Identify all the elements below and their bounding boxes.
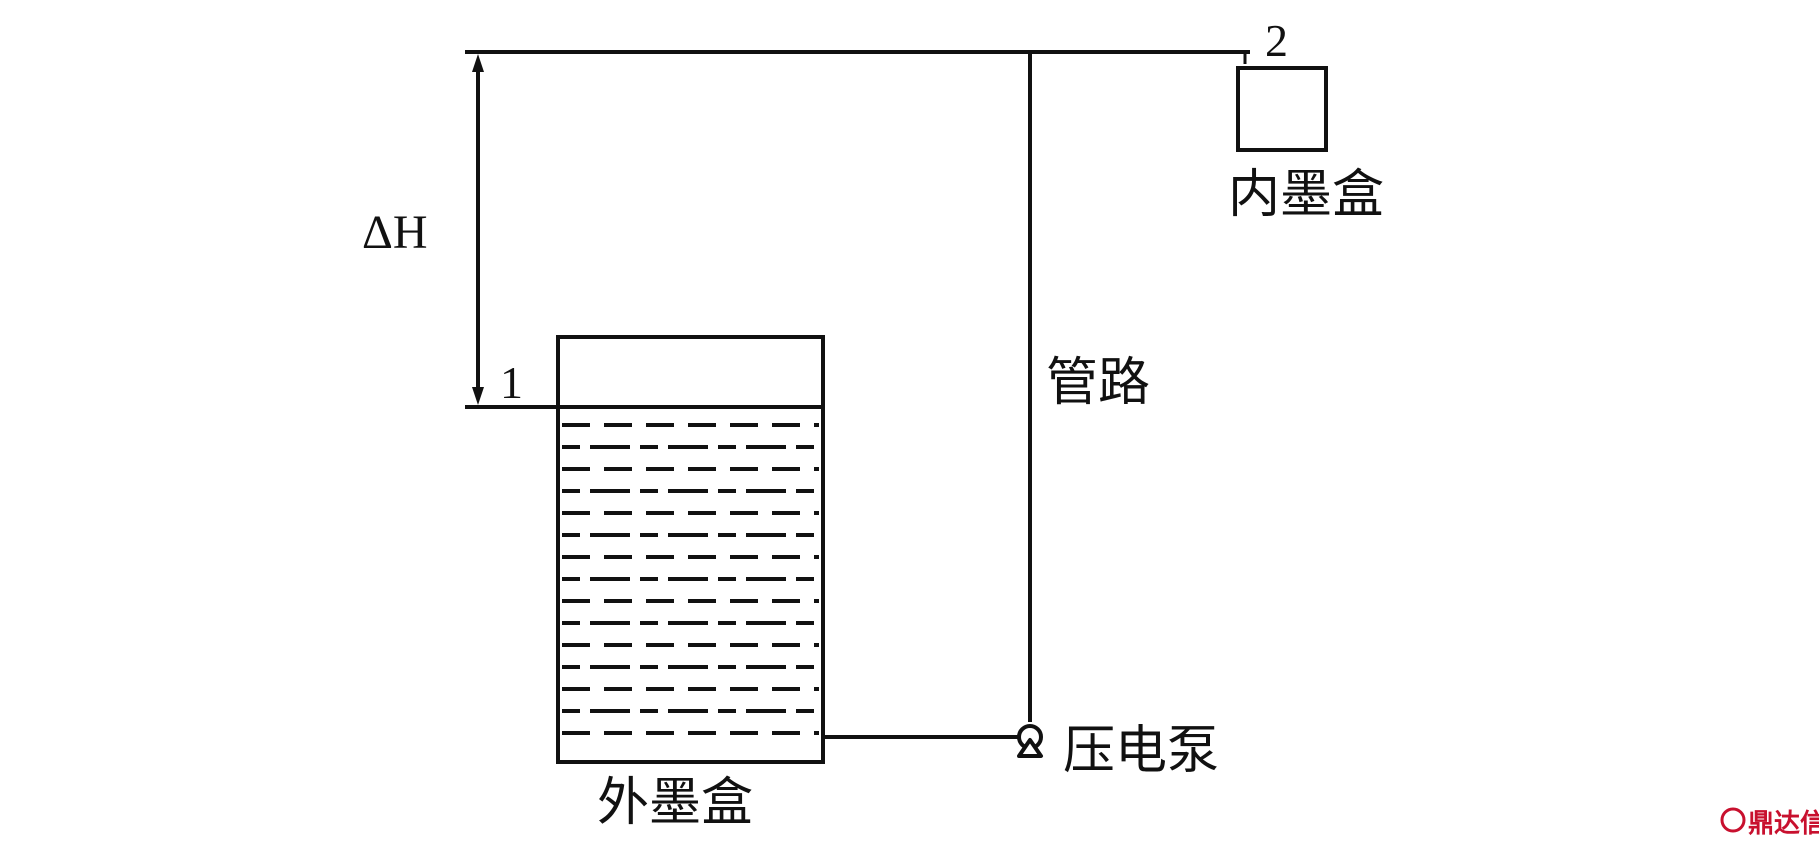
delta-h-dimension	[472, 54, 484, 405]
watermark-emblem-icon	[1720, 807, 1746, 833]
piezo-pump-label: 压电泵	[1063, 721, 1219, 781]
ink-fill	[562, 423, 819, 735]
delta-h-label: ΔH	[362, 206, 428, 259]
pipeline-label: 管路	[1046, 353, 1150, 413]
outer-cartridge-box	[556, 335, 825, 764]
level-2-label: 2	[1265, 15, 1288, 66]
piezo-pump-icon	[1017, 724, 1043, 758]
inner-cartridge-box	[1236, 66, 1328, 152]
inner-cartridge-label: 内墨盒	[1228, 165, 1384, 225]
arrow-up-icon	[472, 54, 484, 72]
outer-cartridge-label: 外墨盒	[597, 773, 753, 833]
watermark-text: 鼎达信	[1748, 809, 1819, 839]
level-1-label: 1	[500, 357, 523, 408]
watermark-logo: 鼎达信	[1720, 807, 1819, 839]
arrow-down-icon	[472, 387, 484, 405]
